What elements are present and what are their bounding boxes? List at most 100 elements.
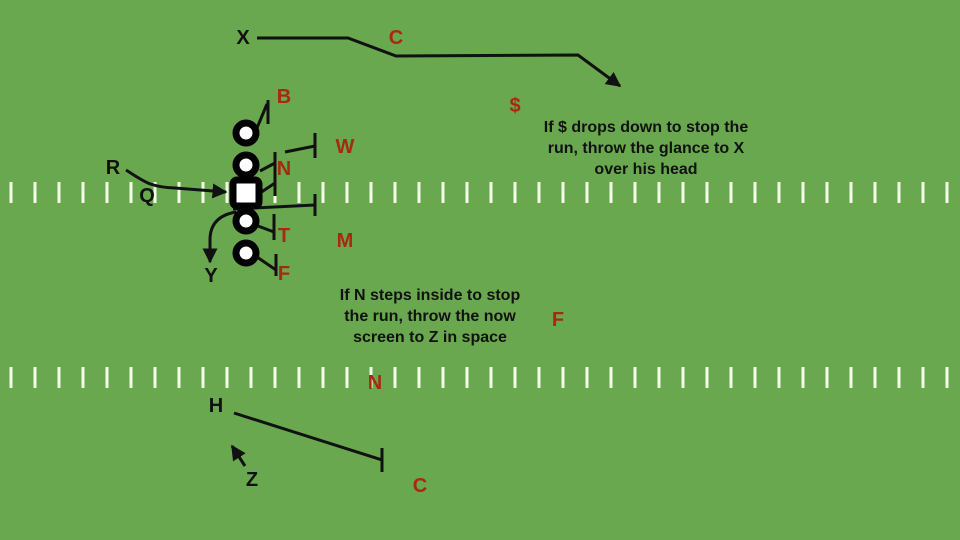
hash-mark — [585, 182, 589, 203]
hash-mark — [753, 367, 757, 388]
hash-mark — [849, 367, 853, 388]
hash-mark — [609, 367, 613, 388]
hash-mark — [825, 182, 829, 203]
hash-mark — [513, 367, 517, 388]
glance-note: If $ drops down to stop the run, throw t… — [543, 119, 749, 178]
hash-mark — [273, 367, 277, 388]
right-tackle — [232, 239, 260, 267]
hash-mark — [393, 367, 397, 388]
hash-mark — [393, 182, 397, 203]
defender-c-bottom-label: C — [412, 475, 428, 497]
hash-mark — [33, 367, 37, 388]
hash-mark — [105, 367, 109, 388]
hash-mark — [369, 367, 373, 388]
hash-mark — [249, 367, 253, 388]
hash-mark — [465, 367, 469, 388]
hash-mark — [57, 367, 61, 388]
hash-mark — [57, 182, 61, 203]
hash-mark — [321, 182, 325, 203]
hash-mark — [873, 367, 877, 388]
hash-mark — [705, 182, 709, 203]
hash-mark — [177, 367, 181, 388]
hash-mark — [369, 182, 373, 203]
player-x-label: X — [236, 27, 250, 49]
hash-mark — [9, 367, 13, 388]
hash-mark — [129, 182, 133, 203]
hash-mark — [201, 182, 205, 203]
hash-mark — [297, 367, 301, 388]
center — [229, 176, 263, 210]
hash-mark — [417, 182, 421, 203]
left-guard — [232, 151, 260, 179]
offensive-line — [229, 119, 263, 267]
hash-mark — [9, 182, 13, 203]
hash-mark — [153, 367, 157, 388]
defender-n-slot-label: N — [367, 372, 383, 394]
defender-b-label: B — [276, 86, 292, 108]
defender-dollar-label: $ — [509, 95, 521, 117]
hash-mark — [921, 182, 925, 203]
hash-mark — [177, 182, 181, 203]
hash-mark — [345, 182, 349, 203]
hash-mark — [729, 367, 733, 388]
hash-mark — [297, 182, 301, 203]
y-route — [202, 210, 237, 264]
hash-mark — [537, 182, 541, 203]
ol-blocks — [232, 100, 317, 276]
hash-mark — [513, 182, 517, 203]
hash-mark — [153, 182, 157, 203]
hash-mark — [441, 367, 445, 388]
hash-mark — [489, 367, 493, 388]
hash-mark — [489, 182, 493, 203]
hash-mark — [225, 367, 229, 388]
defender-w-label: W — [335, 136, 355, 158]
hash-mark — [609, 182, 613, 203]
defender-t-label: T — [277, 225, 291, 247]
hash-mark — [729, 182, 733, 203]
hash-marks — [9, 182, 949, 388]
player-q-label: Q — [139, 185, 155, 207]
r-motion-route — [125, 168, 228, 199]
hash-mark — [537, 367, 541, 388]
hash-mark — [321, 367, 325, 388]
hash-mark — [81, 367, 85, 388]
defender-f-box-label: F — [277, 263, 291, 285]
hash-mark — [345, 367, 349, 388]
player-r-label: R — [105, 157, 121, 179]
player-h-label: H — [208, 395, 224, 417]
hash-mark — [801, 367, 805, 388]
hash-mark — [681, 367, 685, 388]
hash-mark — [465, 182, 469, 203]
hash-mark — [945, 182, 949, 203]
defender-c-top-label: C — [388, 27, 404, 49]
player-y-label: Y — [204, 265, 218, 287]
hash-mark — [921, 367, 925, 388]
hash-mark — [561, 182, 565, 203]
hash-mark — [873, 182, 877, 203]
hash-mark — [849, 182, 853, 203]
defender-f-deep-label: F — [551, 309, 565, 331]
hash-mark — [441, 182, 445, 203]
hash-mark — [633, 182, 637, 203]
hash-mark — [105, 182, 109, 203]
hash-mark — [129, 367, 133, 388]
hash-mark — [681, 182, 685, 203]
hash-mark — [945, 367, 949, 388]
hash-mark — [633, 367, 637, 388]
x-glance-route — [257, 36, 622, 88]
hash-mark — [897, 367, 901, 388]
left-tackle — [232, 119, 260, 147]
hash-mark — [897, 182, 901, 203]
right-guard — [232, 207, 260, 235]
hash-mark — [657, 182, 661, 203]
player-z-label: Z — [245, 469, 259, 491]
z-route — [230, 444, 247, 467]
h-block-line — [233, 411, 383, 462]
hash-mark — [753, 182, 757, 203]
hash-mark — [201, 367, 205, 388]
hash-mark — [777, 182, 781, 203]
hash-mark — [33, 182, 37, 203]
hash-mark — [801, 182, 805, 203]
